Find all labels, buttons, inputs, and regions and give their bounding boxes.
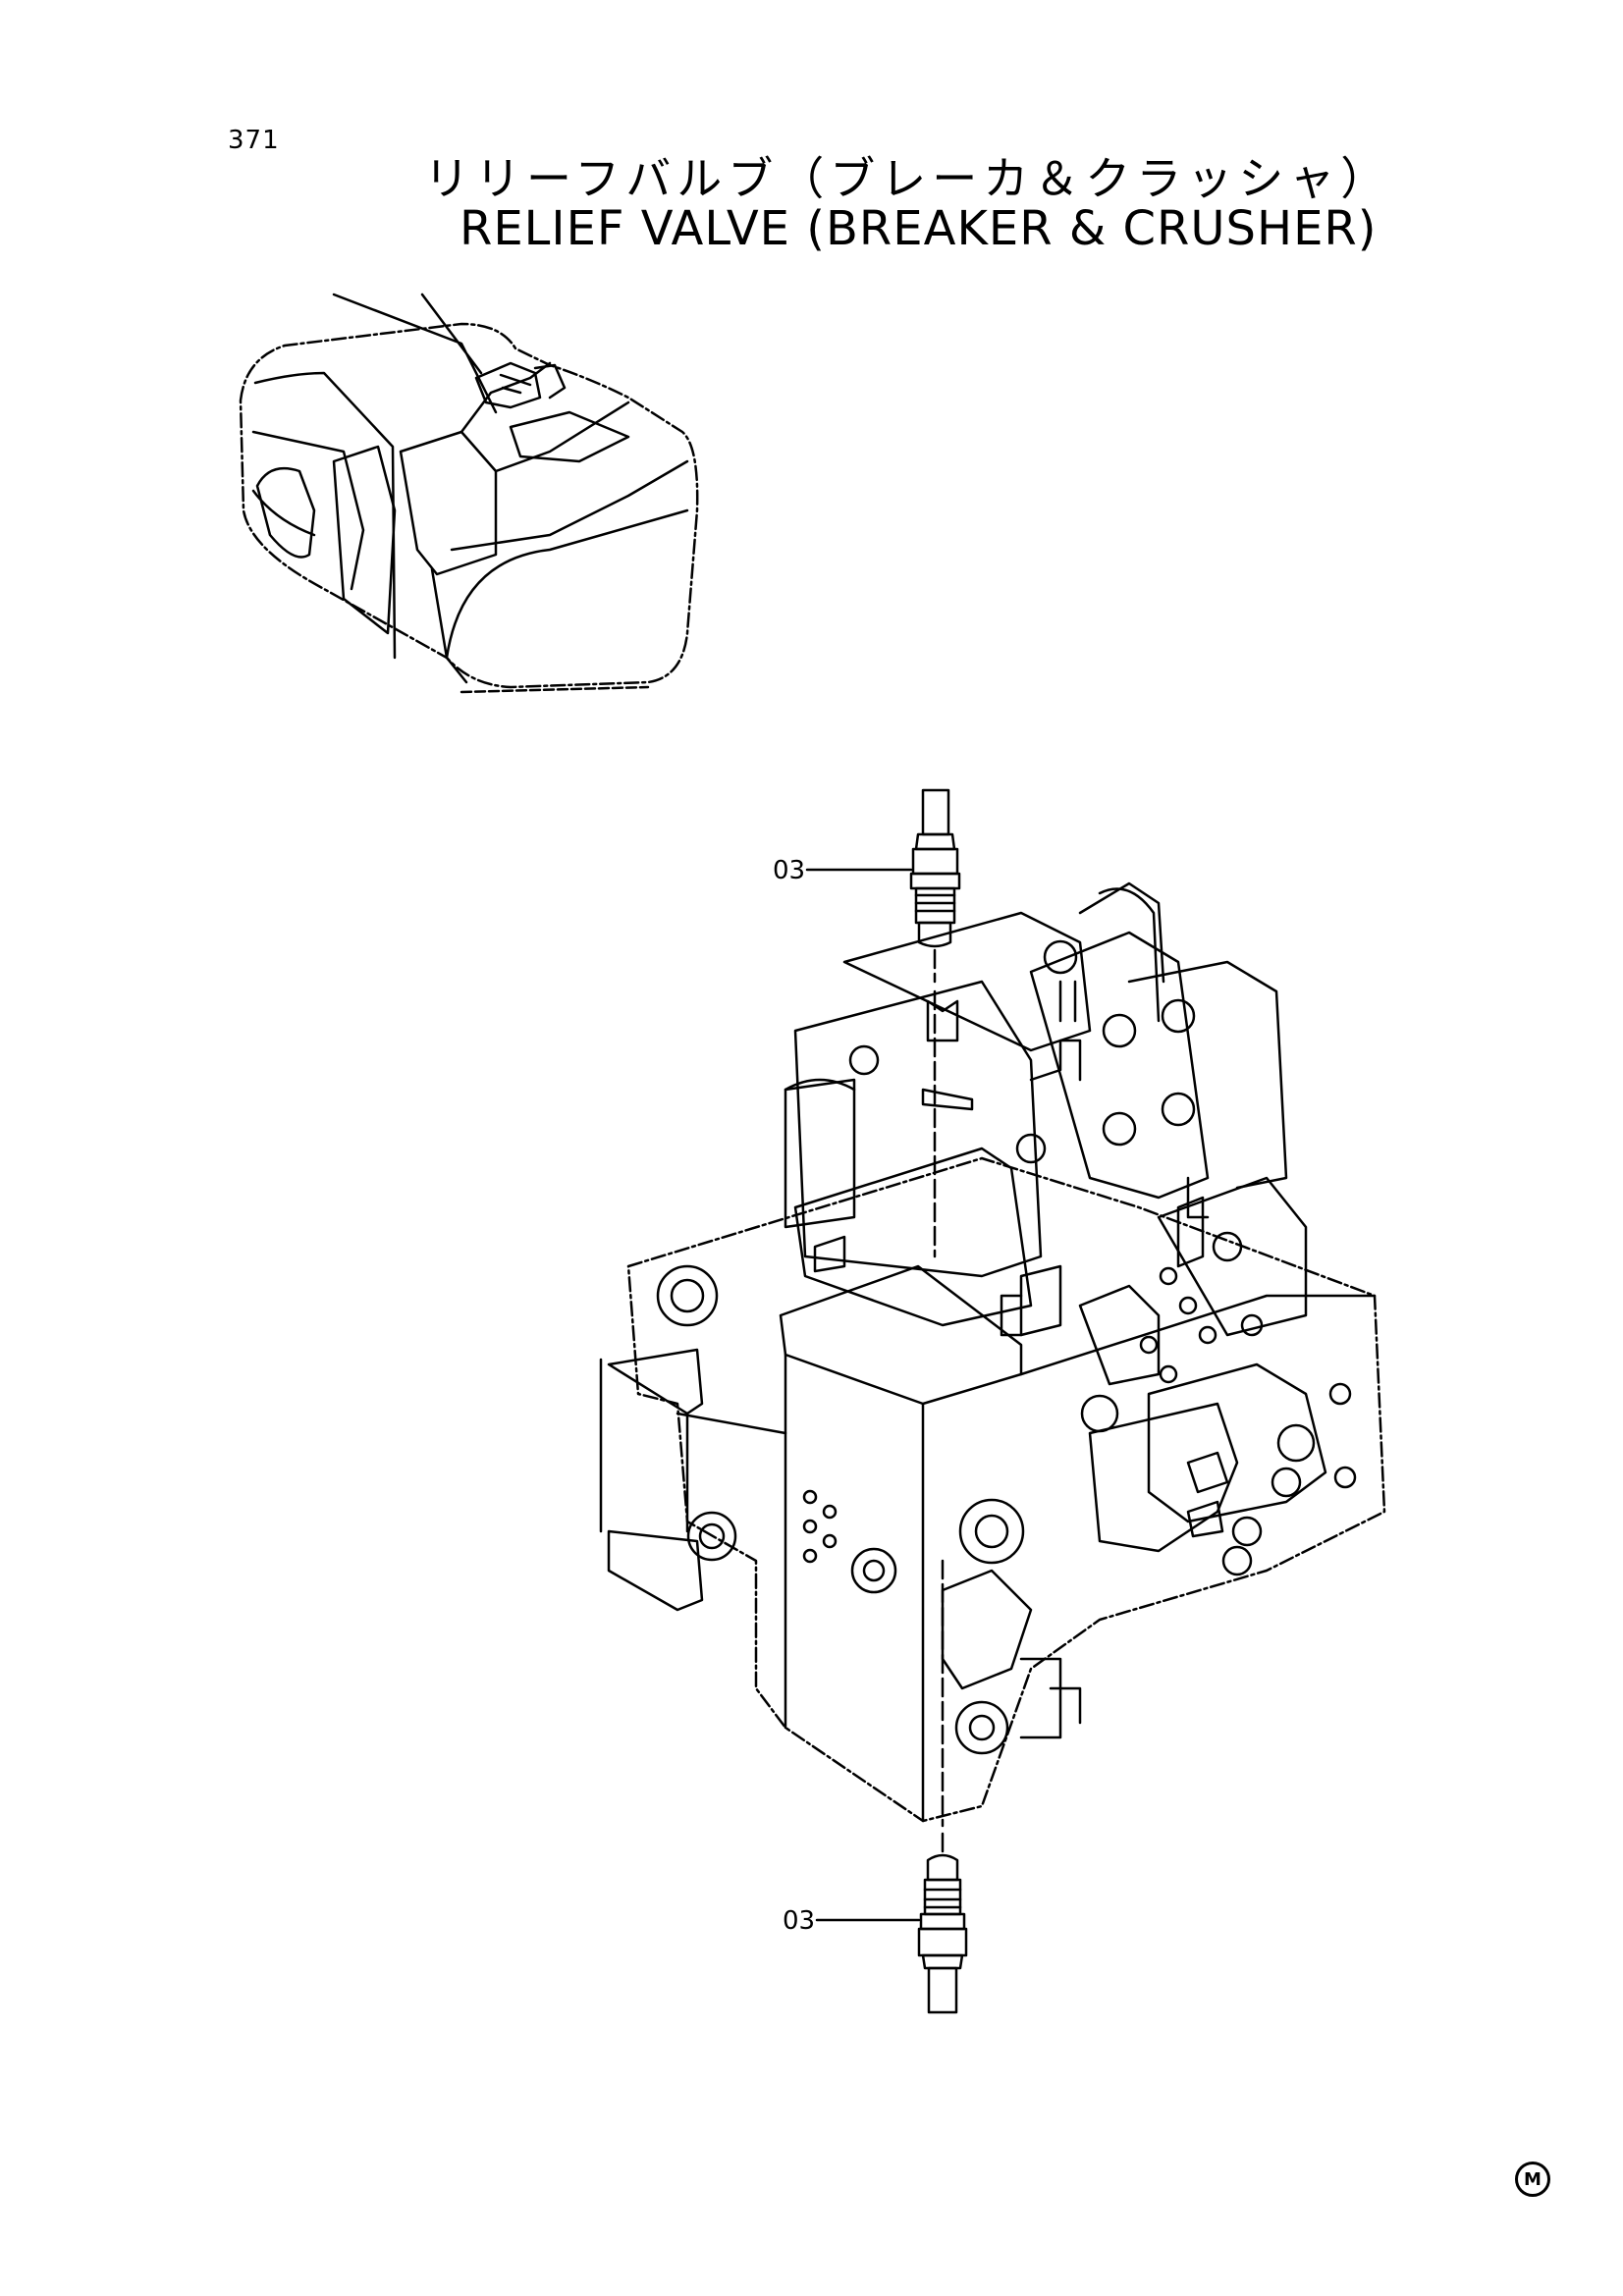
relief-valve-bottom (917, 1832, 968, 2014)
m-mark-icon: M (1515, 2162, 1550, 2197)
callout-label-top: 03 (773, 856, 806, 885)
control-valve-assembly (599, 881, 1386, 1828)
title-japanese: リリーフバルブ（ブレーカ＆クラッシャ） (424, 152, 1392, 205)
excavator-locator-view (239, 293, 699, 694)
relief-valve-top (909, 788, 961, 984)
title-english: RELIEF VALVE (BREAKER & CRUSHER) (460, 201, 1378, 256)
callout-label-bottom: 03 (783, 1906, 816, 1936)
m-mark-text: M (1524, 2168, 1542, 2190)
page-number: 371 (228, 126, 280, 155)
